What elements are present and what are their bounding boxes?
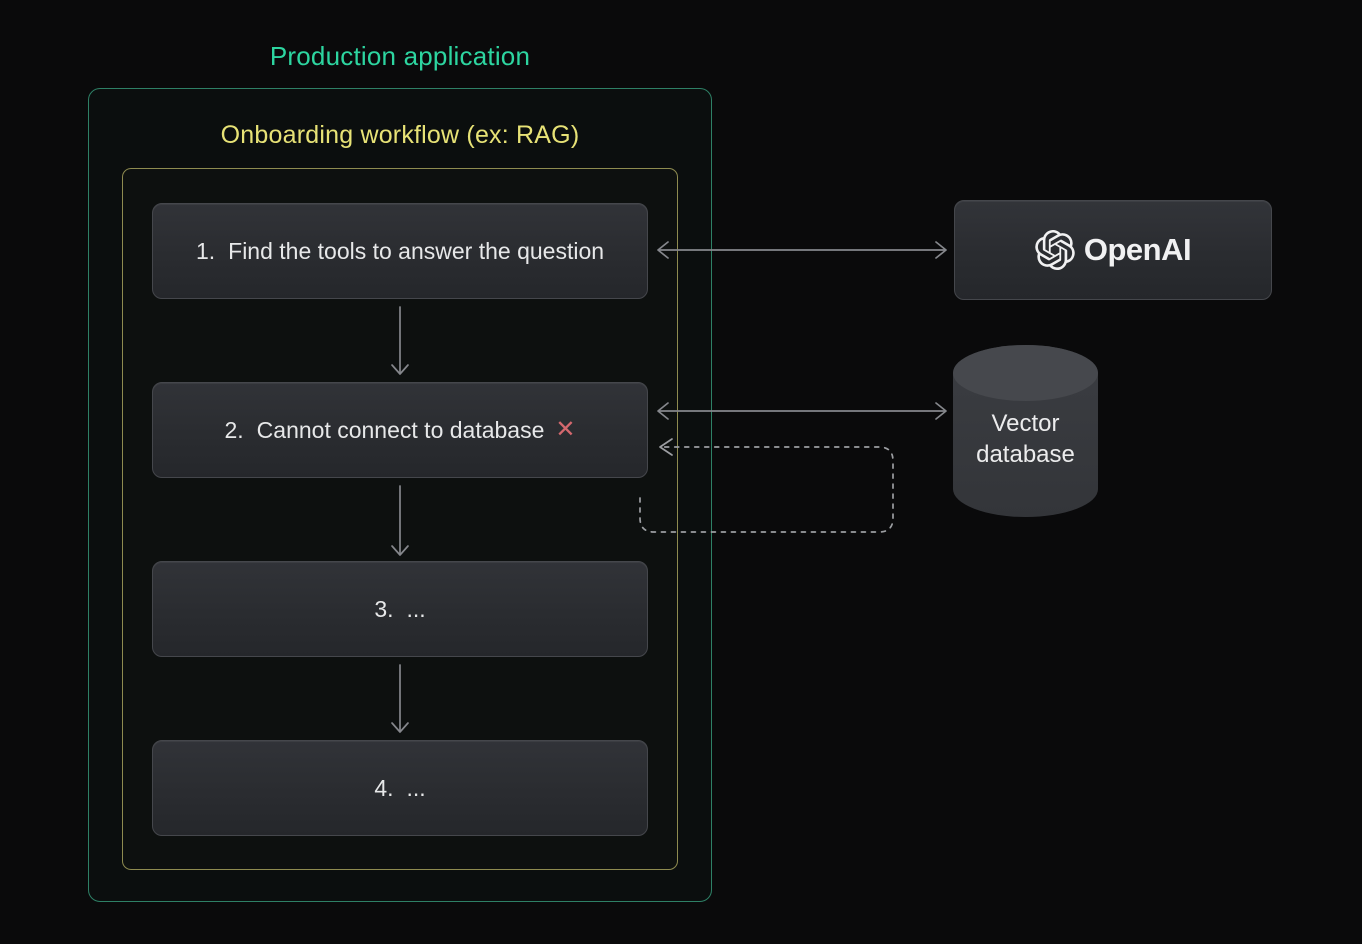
step-4-label: ... (406, 774, 426, 801)
openai-label: OpenAI (1083, 232, 1192, 267)
step-1-box: 1. Find the tools to answer the question (152, 203, 648, 299)
error-x-icon: ✕ (555, 416, 576, 443)
step-1-label: Find the tools to answer the question (228, 237, 605, 264)
step-3-label: ... (406, 595, 426, 622)
step-2-label: Cannot connect to database (256, 416, 545, 443)
vector-database-cylinder-icon (953, 345, 1098, 517)
step-2-number: 2. (224, 416, 244, 443)
openai-node: OpenAI (954, 200, 1272, 300)
step-1-number: 1. (195, 237, 216, 264)
step-2-box: 2. Cannot connect to database ✕ (152, 382, 648, 478)
step-4-number: 4. (374, 774, 394, 801)
outer-group-title: Production application (269, 41, 531, 71)
step-3-number: 3. (374, 595, 394, 622)
step-4-box: 4. ... (152, 740, 648, 836)
inner-group-title: Onboarding workflow (ex: RAG) (220, 121, 580, 149)
step-3-box: 3. ... (152, 561, 648, 657)
vector-database-label: Vector database (976, 410, 1075, 468)
openai-logo-icon (1035, 230, 1075, 270)
